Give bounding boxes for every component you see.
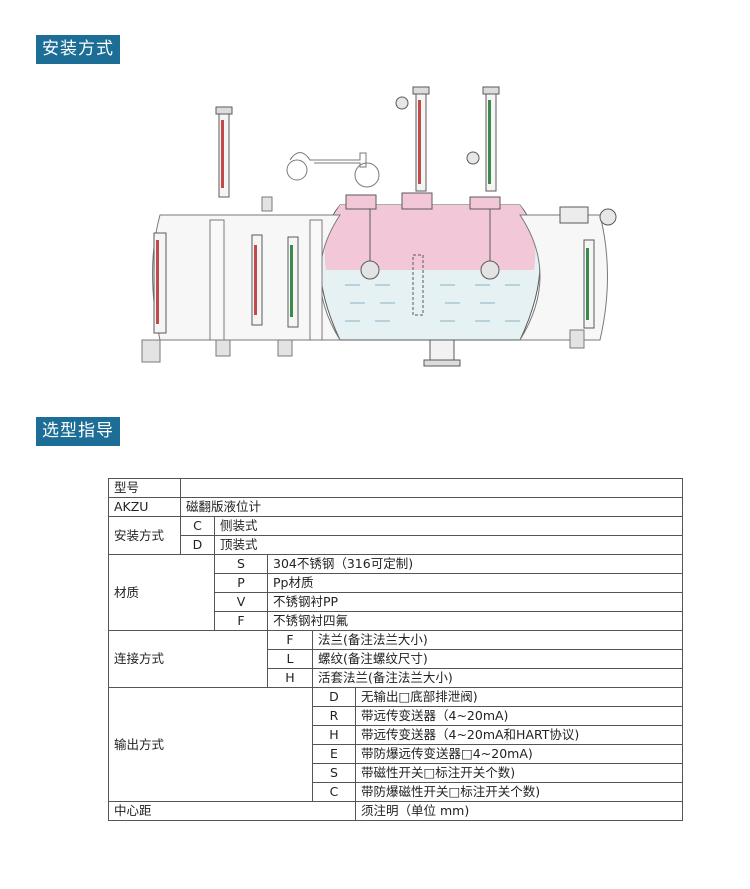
option-code: L — [267, 649, 313, 669]
option-code: F — [214, 611, 268, 631]
table-row: D 顶装式 — [109, 535, 684, 555]
option-desc: 带防爆磁性开关□标注开关个数) — [354, 782, 684, 802]
option-desc: 不锈钢衬PP — [266, 592, 684, 612]
product-code: AKZU — [108, 497, 181, 517]
section-title-install: 安装方式 — [36, 35, 120, 64]
option-code: R — [312, 706, 356, 726]
option-desc: 法兰(备注法兰大小) — [311, 630, 684, 650]
option-desc: 带远传变送器（4~20mA) — [354, 706, 684, 726]
option-desc: 带远传变送器（4~20mA和HART协议) — [354, 725, 684, 745]
install-label: 安装方式 — [108, 516, 181, 555]
center-label: 中心距 — [108, 801, 356, 821]
table-row: C 带防爆磁性开关□标注开关个数) — [109, 782, 684, 802]
selection-guide-table: 型号 AKZU 磁翻版液位计 安装方式 C 侧装式 D 顶装式 材质 S 304… — [108, 478, 684, 821]
option-code: E — [312, 744, 356, 764]
option-code: P — [214, 573, 268, 593]
table-row-center-distance: 中心距 须注明（单位 mm) — [108, 801, 684, 821]
option-code: H — [312, 725, 356, 745]
option-code: H — [267, 668, 313, 688]
center-desc: 须注明（单位 mm) — [354, 801, 684, 821]
option-desc: 带磁性开关□标注开关个数) — [354, 763, 684, 783]
option-desc: 螺纹(备注螺纹尺寸) — [311, 649, 684, 669]
side-pipes — [141, 152, 585, 363]
installation-diagram — [141, 86, 617, 367]
option-desc: 无输出□底部排泄阀) — [354, 687, 684, 707]
table-row: 材质 S 304不锈钢（316可定制) — [108, 554, 684, 631]
option-code: C — [180, 516, 215, 536]
option-code: V — [214, 592, 268, 612]
option-desc: 顶装式 — [213, 535, 684, 555]
option-code: S — [214, 554, 268, 574]
level-gauges — [153, 86, 617, 334]
section-title-selection: 选型指导 — [36, 417, 120, 446]
table-row-product: AKZU 磁翻版液位计 — [108, 497, 684, 517]
table-row: S 带磁性开关□标注开关个数) — [109, 763, 684, 783]
table-row: H 带远传变送器（4~20mA和HART协议) — [109, 725, 684, 745]
table-row: 输出方式 D 无输出□底部排泄阀) — [108, 687, 684, 802]
option-desc: Pp材质 — [266, 573, 684, 593]
material-label: 材质 — [108, 554, 215, 631]
option-desc: 活套法兰(备注法兰大小) — [311, 668, 684, 688]
model-header: 型号 — [108, 478, 181, 498]
table-row: 连接方式 F 法兰(备注法兰大小) — [108, 630, 684, 688]
option-desc: 带防爆远传变送器□4~20mA) — [354, 744, 684, 764]
product-name: 磁翻版液位计 — [179, 497, 684, 517]
table-row: H 活套法兰(备注法兰大小) — [109, 668, 684, 688]
connection-label: 连接方式 — [108, 630, 268, 688]
option-code: D — [312, 687, 356, 707]
table-row: 安装方式 C 侧装式 — [108, 516, 684, 555]
option-desc: 侧装式 — [213, 516, 684, 536]
option-code: C — [312, 782, 356, 802]
option-code: S — [312, 763, 356, 783]
output-label: 输出方式 — [108, 687, 313, 802]
table-row-model: 型号 — [108, 478, 684, 498]
option-code: F — [267, 630, 313, 650]
table-row: F 不锈钢衬四氟 — [109, 611, 684, 631]
option-desc: 不锈钢衬四氟 — [266, 611, 684, 631]
option-desc: 304不锈钢（316可定制) — [266, 554, 684, 574]
option-code: D — [180, 535, 215, 555]
